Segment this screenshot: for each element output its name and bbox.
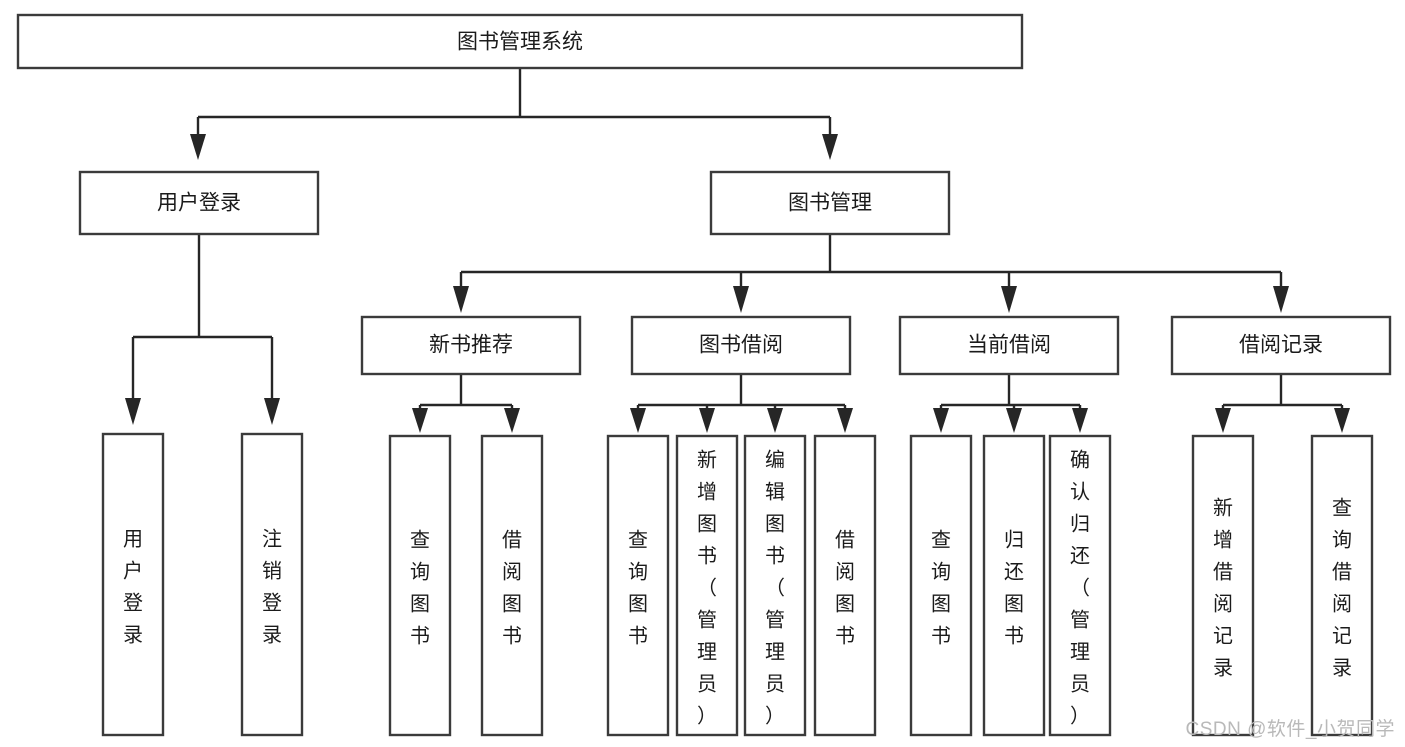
arrow-head-leaf-cur-confirm — [1072, 408, 1088, 433]
node-leaf-cur-confirm-box[interactable] — [1048, 434, 1112, 737]
node-leaf-borrow-lend[interactable]: 借阅图书 — [813, 434, 877, 737]
node-user-login-label: 用户登录 — [157, 192, 241, 215]
node-root[interactable]: 图书管理系统 — [16, 13, 1024, 70]
node-leaf-borrow-add-label: 新增图书（管理员） — [697, 448, 717, 727]
node-leaf-borrow-edit[interactable]: 编辑图书（管理员） — [743, 434, 807, 737]
connector-group-user-login — [125, 234, 280, 425]
arrow-head-leaf-user-logout — [264, 398, 280, 425]
node-leaf-borrow-add-box[interactable] — [675, 434, 739, 737]
node-leaf-user-logout[interactable]: 注销登录 — [240, 432, 304, 737]
node-root-label: 图书管理系统 — [457, 31, 583, 54]
arrow-head-current-borrow — [1001, 286, 1017, 313]
node-leaf-user-login-box[interactable] — [101, 432, 165, 737]
arrow-head-leaf-rec-search — [1334, 408, 1350, 433]
node-leaf-rec-search-box[interactable] — [1310, 434, 1374, 737]
node-leaf-borrow-add[interactable]: 新增图书（管理员） — [675, 434, 739, 737]
connector-group-root — [190, 68, 838, 160]
node-leaf-cur-return-label: 归还图书 — [1004, 528, 1024, 647]
csdn-watermark: CSDN @软件_小贺同学 — [1185, 719, 1395, 740]
arrow-head-leaf-user-login — [125, 398, 141, 425]
node-leaf-rec-borrow-box[interactable] — [480, 434, 544, 737]
arrow-head-leaf-borrow-add — [699, 408, 715, 433]
arrow-head-leaf-rec-query — [412, 408, 428, 433]
node-leaf-borrow-lend-label: 借阅图书 — [835, 528, 855, 647]
connector-group-current-borrow — [933, 374, 1088, 433]
node-borrow-record-box[interactable] — [1170, 315, 1392, 376]
node-leaf-cur-return[interactable]: 归还图书 — [982, 434, 1046, 737]
node-book-borrow-label: 图书借阅 — [699, 334, 783, 357]
arrow-head-book-borrow — [733, 286, 749, 313]
node-leaf-cur-return-box[interactable] — [982, 434, 1046, 737]
node-book-manage-label: 图书管理 — [788, 192, 872, 215]
connector-group-new-book-rec — [412, 374, 520, 433]
node-root-box[interactable] — [16, 13, 1024, 70]
arrow-head-leaf-cur-return — [1006, 408, 1022, 433]
node-leaf-borrow-query-box[interactable] — [606, 434, 670, 737]
arrow-head-borrow-record — [1273, 286, 1289, 313]
node-current-borrow-label: 当前借阅 — [967, 334, 1051, 357]
arrow-head-leaf-borrow-query — [630, 408, 646, 433]
node-leaf-rec-query[interactable]: 查询图书 — [388, 434, 452, 737]
node-leaf-cur-query-label: 查询图书 — [931, 528, 951, 647]
arrow-head-leaf-rec-borrow — [504, 408, 520, 433]
arrow-head-leaf-borrow-lend — [837, 408, 853, 433]
node-leaf-rec-query-box[interactable] — [388, 434, 452, 737]
node-leaf-user-login[interactable]: 用户登录 — [101, 432, 165, 737]
node-leaf-cur-confirm-label: 确认归还（管理员） — [1070, 448, 1090, 727]
node-leaf-rec-add[interactable]: 新增借阅记录 — [1191, 434, 1255, 737]
node-new-book-rec-label: 新书推荐 — [429, 334, 513, 357]
node-leaf-cur-confirm[interactable]: 确认归还（管理员） — [1048, 434, 1112, 737]
node-book-manage-box[interactable] — [709, 170, 951, 236]
node-leaf-borrow-query-label: 查询图书 — [628, 528, 648, 647]
node-book-manage[interactable]: 图书管理 — [709, 170, 951, 236]
node-leaf-rec-borrow-label: 借阅图书 — [502, 528, 522, 647]
node-leaf-cur-query[interactable]: 查询图书 — [909, 434, 973, 737]
node-leaf-rec-search[interactable]: 查询借阅记录 — [1310, 434, 1374, 737]
arrow-head-leaf-borrow-edit — [767, 408, 783, 433]
arrow-head-user-login — [190, 134, 206, 160]
node-leaf-user-login-label: 用户登录 — [123, 528, 143, 646]
node-current-borrow[interactable]: 当前借阅 — [898, 315, 1120, 376]
connector-group-book-manage — [453, 234, 1289, 313]
node-book-borrow-box[interactable] — [630, 315, 852, 376]
node-new-book-rec-box[interactable] — [360, 315, 582, 376]
node-leaf-user-logout-box[interactable] — [240, 432, 304, 737]
node-leaf-borrow-edit-box[interactable] — [743, 434, 807, 737]
node-leaf-rec-add-box[interactable] — [1191, 434, 1255, 737]
connector-group-book-borrow — [630, 374, 853, 433]
node-current-borrow-box[interactable] — [898, 315, 1120, 376]
node-user-login-box[interactable] — [78, 170, 320, 236]
arrow-head-new-book-rec — [453, 286, 469, 313]
node-leaf-borrow-lend-box[interactable] — [813, 434, 877, 737]
node-borrow-record-label: 借阅记录 — [1239, 334, 1323, 357]
node-user-login[interactable]: 用户登录 — [78, 170, 320, 236]
node-leaf-rec-borrow[interactable]: 借阅图书 — [480, 434, 544, 737]
node-new-book-rec[interactable]: 新书推荐 — [360, 315, 582, 376]
connector-group-borrow-record — [1215, 374, 1350, 433]
node-leaf-borrow-query[interactable]: 查询图书 — [606, 434, 670, 737]
arrow-head-leaf-rec-add — [1215, 408, 1231, 433]
arrow-head-book-manage — [822, 134, 838, 160]
node-leaf-rec-query-label: 查询图书 — [410, 528, 430, 647]
node-leaf-user-logout-label: 注销登录 — [262, 527, 282, 646]
node-leaf-cur-query-box[interactable] — [909, 434, 973, 737]
node-leaf-rec-add-label: 新增借阅记录 — [1213, 496, 1233, 679]
node-book-borrow[interactable]: 图书借阅 — [630, 315, 852, 376]
arrow-head-leaf-cur-query — [933, 408, 949, 433]
node-borrow-record[interactable]: 借阅记录 — [1170, 315, 1392, 376]
node-leaf-rec-search-label: 查询借阅记录 — [1332, 496, 1352, 679]
node-leaf-borrow-edit-label: 编辑图书（管理员） — [765, 448, 785, 727]
